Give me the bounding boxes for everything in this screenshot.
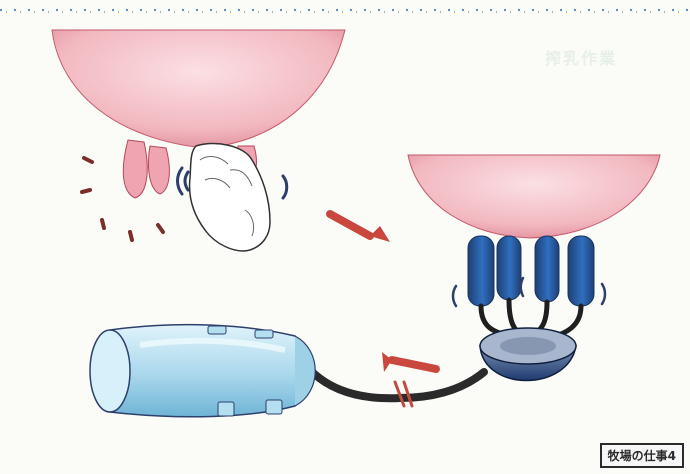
faint-header-text: 搾乳作業: [545, 45, 617, 69]
milking-claw: [480, 328, 576, 381]
corner-tag: 牧場の仕事4: [600, 443, 684, 468]
arrow-left-to-tank: [382, 352, 436, 372]
decorative-top-border: [0, 10, 690, 12]
milk-tank: [90, 325, 315, 417]
teat-cups: [453, 236, 605, 306]
udder-right-illustration: [408, 155, 660, 238]
arrow-right-to-milking: [330, 214, 390, 242]
hand-with-cloth-illustration: [178, 144, 287, 251]
